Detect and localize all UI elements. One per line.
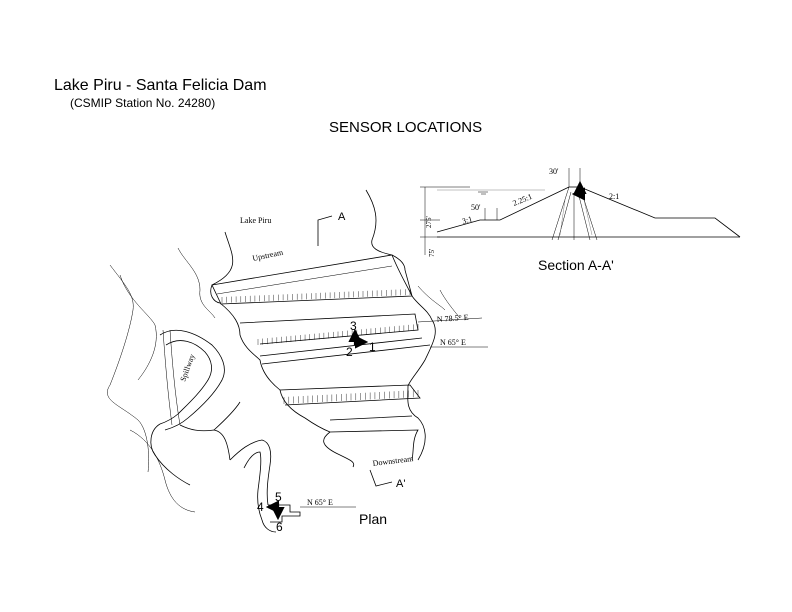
slope-upstream-lower-label: 3:1 <box>461 214 473 225</box>
section-sensor-arrows <box>571 180 587 201</box>
dam-core <box>551 186 598 241</box>
reservoir-shoreline-right <box>365 189 393 256</box>
section-marker-a-top <box>317 215 333 246</box>
spillway-label: Spillway <box>178 353 196 383</box>
sensor-3-label: 3 <box>350 319 357 333</box>
lake-label: Lake Piru <box>240 216 271 225</box>
upstream-hachures <box>221 289 411 303</box>
ridge-line <box>107 264 149 473</box>
sensor-1-label: 1 <box>369 340 376 354</box>
section-view <box>420 168 741 255</box>
canyon-wall-left <box>219 302 331 433</box>
base-structure <box>261 504 301 533</box>
drawing-title: Lake Piru - Santa Felicia Dam <box>54 77 267 94</box>
access-road <box>229 439 272 521</box>
downstream-slope <box>579 186 741 238</box>
upstream-face-outline <box>211 254 413 305</box>
section-marker-a-top-label: A <box>338 211 346 223</box>
downstream-hachures <box>283 390 419 404</box>
sensor-6-label: 6 <box>276 520 283 534</box>
height-lower-label: 75' <box>428 249 436 257</box>
spillway-outlet <box>150 423 231 486</box>
station-number: (CSMIP Station No. 24280) <box>70 96 216 110</box>
upstream-label: Upstream <box>252 248 285 263</box>
section-caption: Section A-A' <box>538 257 614 273</box>
section-marker-a-bottom <box>369 469 393 487</box>
crest-bearing-label: N 78.5° E <box>437 313 470 324</box>
crest-width-label: 30' <box>549 167 559 176</box>
sensor-5-label: 5 <box>275 490 282 504</box>
axis-bearing-label: N 65° E <box>440 338 466 347</box>
reservoir-shoreline-left <box>210 231 234 304</box>
section-marker-a-bottom-label: A' <box>396 478 405 490</box>
slope-downstream-label: 2:1 <box>609 192 619 201</box>
height-total-label: 275' <box>425 216 433 228</box>
upstream-slope <box>436 186 570 233</box>
berm-width-label: 50' <box>471 203 481 212</box>
sensor-group-base: 5 4 6 <box>257 490 285 534</box>
canyon-wall-right <box>391 254 436 461</box>
sensor-2-label: 2 <box>346 345 353 359</box>
plan-caption: Plan <box>359 511 387 527</box>
sensor-4-label: 4 <box>257 500 264 514</box>
sensor-group-crest: 3 1 2 <box>346 319 376 359</box>
base-bearing-label: N 65° E <box>307 498 333 507</box>
downstream-channel <box>323 415 419 468</box>
downstream-label: Downstream <box>372 454 414 468</box>
plan-view <box>107 189 488 533</box>
crest-outline <box>239 313 419 345</box>
sheet-heading: SENSOR LOCATIONS <box>329 119 483 136</box>
downstream-face-outline <box>279 384 421 406</box>
spillway-channel <box>159 329 225 431</box>
